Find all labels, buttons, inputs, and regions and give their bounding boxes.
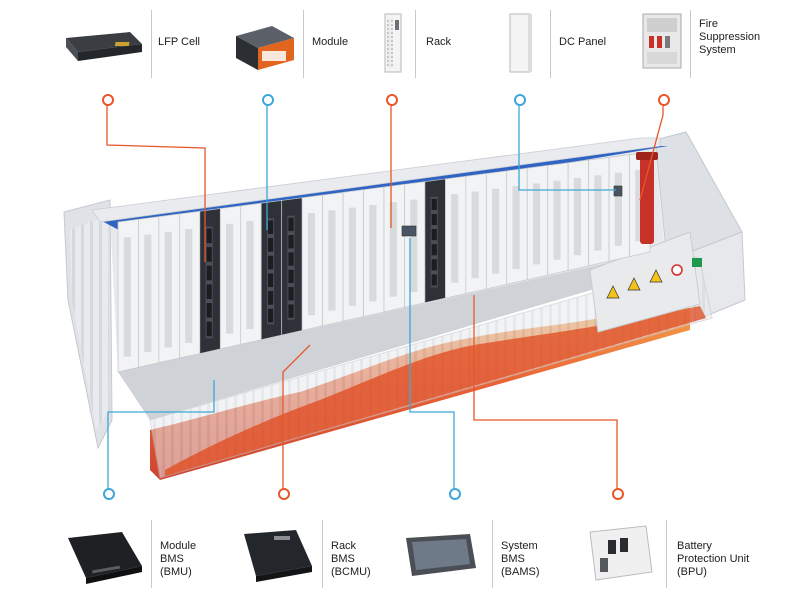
fire-suppression-icon (641, 12, 683, 70)
callout-dot-rack-bms (278, 488, 290, 500)
cabinet-vent (635, 169, 643, 242)
battery-module (431, 213, 437, 226)
label-system-bms: System BMS (BAMS) (501, 540, 540, 578)
cabinet-vent (512, 186, 520, 270)
battery-module (431, 274, 437, 286)
battery-module (267, 220, 274, 235)
cabinet-vent (492, 188, 500, 274)
cabinet-vent (164, 231, 172, 348)
cabinet-vent (307, 213, 316, 316)
divider (322, 520, 323, 588)
battery-module (431, 198, 437, 210)
battery-module (288, 304, 294, 318)
divider (666, 520, 667, 588)
battery-module (267, 255, 274, 270)
label-dc-panel: DC Panel (559, 36, 607, 48)
battery-module (267, 238, 274, 252)
battery-module (267, 308, 274, 323)
battery-module-icon (232, 20, 296, 74)
cabinet-vent (185, 229, 193, 343)
battery-module (288, 287, 294, 301)
callout-dot-dc-panel (514, 94, 526, 106)
battery-module (206, 265, 212, 281)
warning-signs (606, 258, 702, 299)
callout-dot-module (262, 94, 274, 106)
label-rack-bms: Rack BMS (BCMU) (331, 540, 371, 578)
cabinet-vent (532, 183, 541, 265)
divider (492, 520, 493, 588)
battery-module (288, 252, 294, 266)
callout-dot-bpu (612, 488, 624, 500)
bmu-board-icon (62, 528, 146, 584)
label-fire-suppression: Fire Suppression System (699, 18, 761, 56)
dc-panel-icon (508, 12, 534, 74)
callout-dot-module-bms (103, 488, 115, 500)
battery-modules (205, 226, 213, 339)
hmi-screen-icon (400, 532, 480, 578)
callout-dot-lfp-cell (102, 94, 114, 106)
rack-cabinet-icon (383, 12, 405, 74)
divider (151, 520, 152, 588)
label-rack: Rack (426, 36, 452, 48)
cabinet-vent (471, 191, 479, 279)
battery-module (206, 284, 212, 299)
cabinet-vent (348, 207, 356, 306)
divider (151, 10, 152, 78)
cabinet-vent (614, 172, 622, 246)
battery-module (288, 235, 294, 249)
battery-module (206, 321, 212, 337)
divider (303, 10, 304, 78)
cabinet-vent (389, 202, 397, 297)
cabinet-vent (573, 178, 582, 256)
cabinet-vent (144, 234, 152, 353)
battery-module (267, 291, 274, 305)
cabinet-vent (246, 221, 254, 330)
label-module: Module (312, 36, 349, 48)
bpu-box-icon (586, 522, 656, 582)
battery-module (267, 273, 274, 288)
battery-modules (287, 215, 295, 320)
battery-module (431, 244, 437, 256)
battery-module (206, 247, 212, 262)
battery-module (431, 229, 437, 241)
battery-module (431, 259, 437, 271)
cabinet-vent (123, 237, 131, 357)
label-bpu: Battery Protection Unit (BPU) (677, 540, 750, 578)
cabinet-vent (451, 194, 459, 283)
battery-module (206, 302, 212, 318)
cabinet-vent (226, 223, 234, 334)
cabinet-vent (594, 175, 602, 251)
label-module-bms: Module BMS (BMU) (160, 540, 197, 578)
cabinet-vent (328, 210, 336, 311)
cabinet-vent (553, 180, 561, 260)
divider (415, 10, 416, 78)
battery-modules (430, 196, 438, 288)
cabinet-vent (369, 204, 377, 302)
bcmu-board-icon (238, 526, 316, 582)
divider (550, 10, 551, 78)
divider (690, 10, 691, 78)
callout-dot-rack (386, 94, 398, 106)
battery-modules (266, 218, 275, 325)
cabinet-vent (410, 199, 418, 293)
battery-module (206, 228, 212, 244)
battery-module (288, 269, 294, 284)
callout-dot-system-bms (449, 488, 461, 500)
battery-module (288, 217, 294, 232)
lfp-cell-icon (60, 28, 144, 64)
fire-cylinder (640, 158, 654, 244)
label-lfp-cell: LFP Cell (158, 36, 200, 48)
callout-dot-fire-suppression (658, 94, 670, 106)
